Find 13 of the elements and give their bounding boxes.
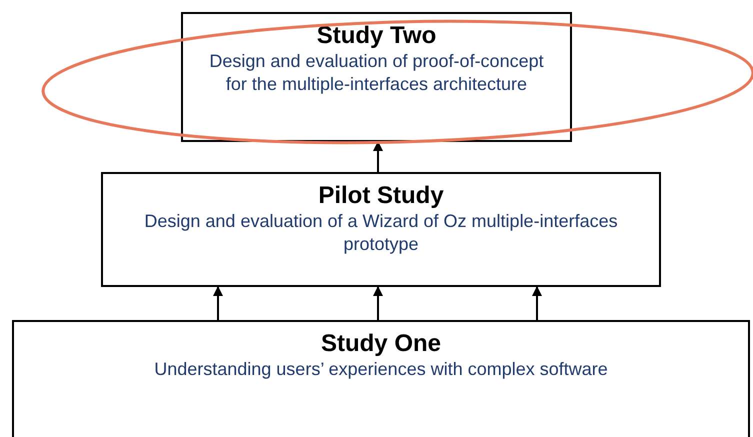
arrow bbox=[532, 286, 542, 320]
box-heading: Pilot Study bbox=[317, 182, 445, 210]
box-description: Design and evaluation of a Wizard of Oz multiple-interfaces prototype bbox=[143, 210, 619, 256]
process-box bbox=[101, 172, 661, 287]
box-heading: Study Two bbox=[316, 22, 438, 50]
arrow bbox=[373, 141, 383, 172]
process-box bbox=[181, 12, 572, 142]
box-description: Design and evaluation of proof-of-concept for the multiple-interfaces architecture bbox=[208, 50, 545, 96]
process-box bbox=[12, 320, 750, 437]
box-description: Understanding users’ experiences with complex software bbox=[153, 358, 609, 381]
arrow bbox=[213, 286, 223, 320]
box-heading: Study One bbox=[320, 330, 442, 358]
arrow bbox=[373, 286, 383, 320]
